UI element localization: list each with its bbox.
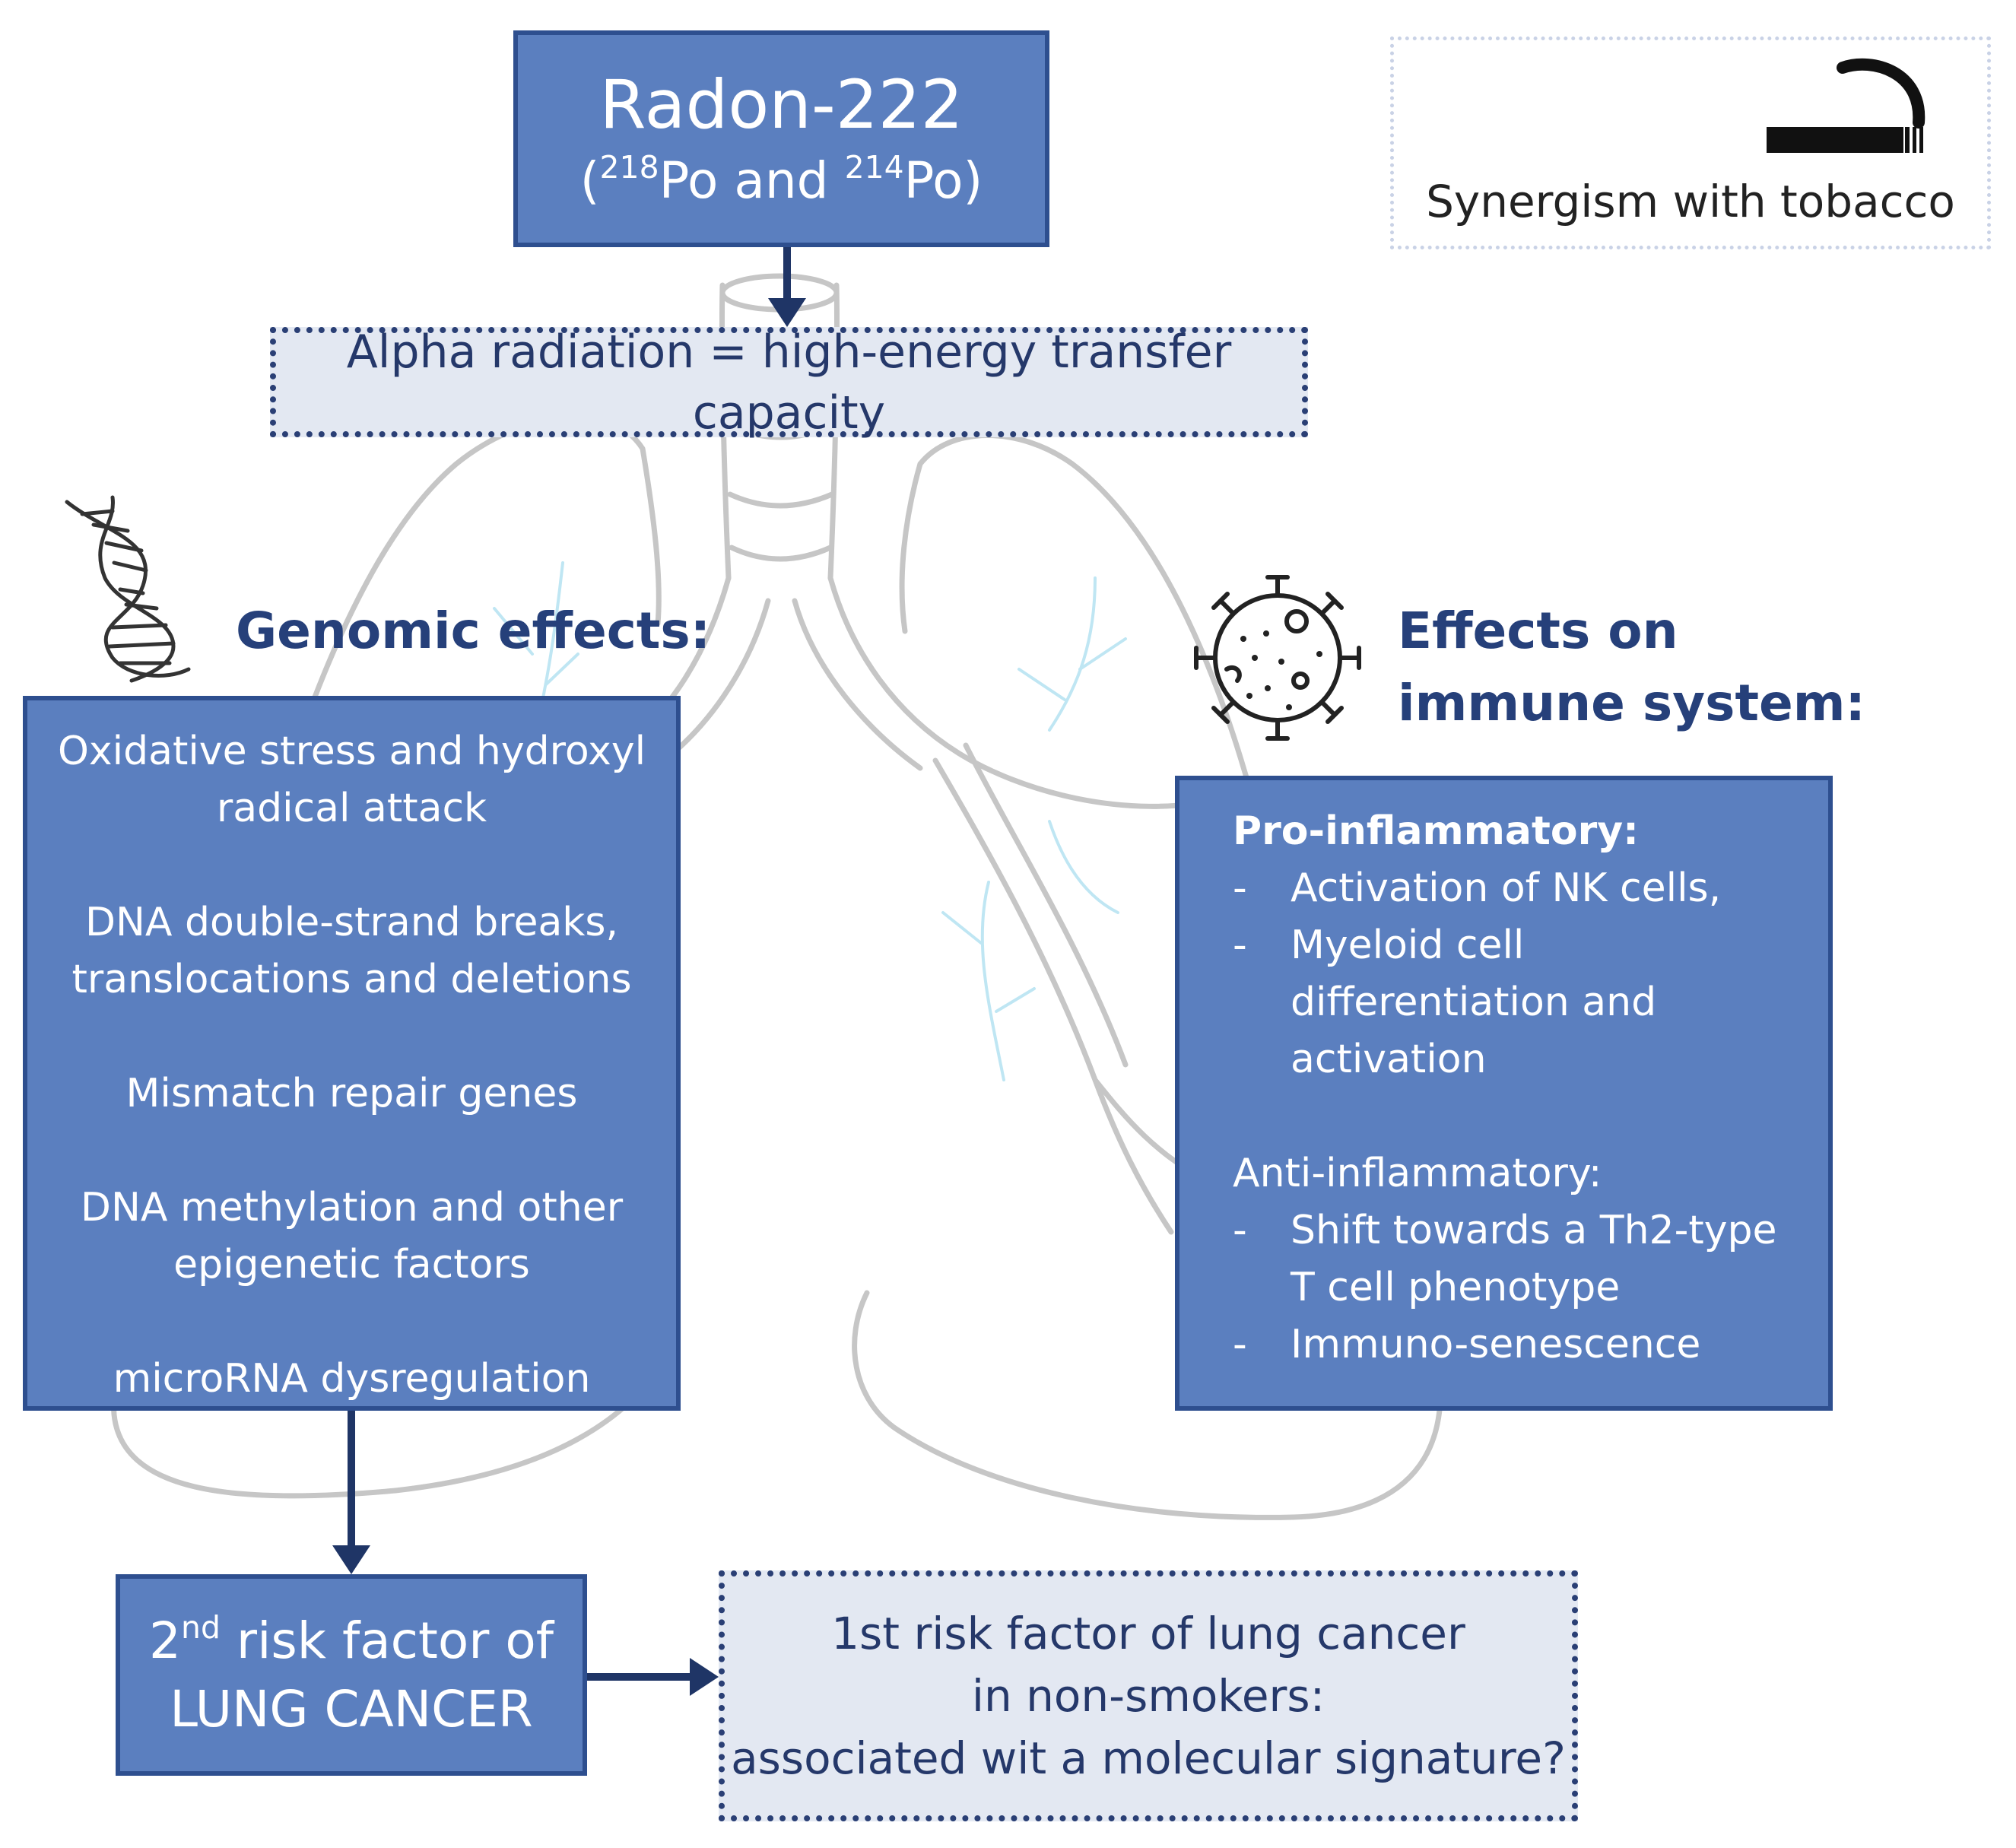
anti-item-2-line1: Immuno-senescence xyxy=(1291,1322,1701,1367)
alpha-radiation-text: Alpha radiation = high-energy transfer c… xyxy=(346,325,1232,440)
genomic-effects-heading: Genomic effects: xyxy=(236,602,711,660)
first-risk-line3: associated wit a molecular signature? xyxy=(731,1732,1566,1784)
dna-icon xyxy=(65,495,191,683)
pro-item-1-line1: Activation of NK cells, xyxy=(1291,865,1722,911)
isotope-1-symbol: Po xyxy=(659,151,719,210)
genomic-item-4: DNA methylation and other epigenetic fac… xyxy=(27,1180,676,1294)
cigarette-icon xyxy=(1767,58,1926,153)
second-risk-line1-rest: risk factor of xyxy=(220,1611,554,1670)
genomic-effects-box: Oxidative stress and hydroxyl radical at… xyxy=(23,696,681,1411)
genomic-item-4-line1: DNA methylation and other xyxy=(80,1185,624,1230)
ordinal-number: 2 xyxy=(149,1611,182,1670)
genomic-item-3: Mismatch repair genes xyxy=(27,1065,676,1122)
isotope-1-mass: 218 xyxy=(599,149,659,186)
isotope-2-symbol: Po xyxy=(903,151,964,210)
immune-effects-heading: Effects on immune system: xyxy=(1398,595,1865,739)
pro-item-2: - Myeloid cell differentiation and activ… xyxy=(1233,917,1813,1088)
immune-heading-line2: immune system: xyxy=(1398,674,1865,732)
pro-item-2-line2: differentiation and xyxy=(1291,980,1657,1025)
genomic-item-1-line1: Oxidative stress and hydroxyl xyxy=(57,729,646,774)
anti-item-2-dash: - xyxy=(1233,1322,1247,1367)
anti-item-1-dash: - xyxy=(1233,1208,1247,1253)
genomic-item-4-line2: epigenetic factors xyxy=(173,1242,530,1288)
genomic-item-2-line1: DNA double-strand breaks, xyxy=(84,900,619,945)
second-risk-line1: 2nd risk factor of xyxy=(149,1607,554,1675)
first-risk-nonsmokers-box: 1st risk factor of lung cancer in non-sm… xyxy=(719,1570,1578,1821)
second-risk-factor-box: 2nd risk factor of LUNG CANCER xyxy=(116,1574,587,1776)
anti-item-2: - Immuno-senescence xyxy=(1233,1316,1813,1373)
pro-item-2-line1: Myeloid cell xyxy=(1291,922,1525,968)
tobacco-synergy-text: Synergism with tobacco xyxy=(1426,176,1955,227)
genomic-item-5-line1: microRNA dysregulation xyxy=(113,1356,591,1402)
radon-source-box: Radon-222 (218Po and 214Po) xyxy=(513,30,1049,247)
anti-item-1-line1: Shift towards a Th2-type xyxy=(1291,1208,1777,1253)
right-bronchus xyxy=(827,575,1227,809)
tobacco-synergy-box: Synergism with tobacco xyxy=(1390,37,1991,249)
pro-item-1-dash: - xyxy=(1233,865,1247,911)
isotope-close-paren: ) xyxy=(963,151,983,210)
genomic-item-2: DNA double-strand breaks, translocations… xyxy=(27,894,676,1008)
radon-isotopes: (218Po and 214Po) xyxy=(580,147,983,215)
immune-effects-box: Pro-inflammatory: - Activation of NK cel… xyxy=(1175,776,1833,1411)
pro-item-2-dash: - xyxy=(1233,922,1247,968)
genomic-item-1-line2: radical attack xyxy=(216,786,487,831)
isotope-2-mass: 214 xyxy=(844,149,904,186)
immune-heading-line1: Effects on xyxy=(1398,602,1678,660)
alpha-radiation-box: Alpha radiation = high-energy transfer c… xyxy=(270,325,1308,440)
trachea-top xyxy=(719,273,840,313)
genomic-item-3-line1: Mismatch repair genes xyxy=(125,1071,578,1116)
anti-inflammatory-title: Anti-inflammatory: xyxy=(1233,1151,1602,1196)
genomic-item-1: Oxidative stress and hydroxyl radical at… xyxy=(27,723,676,837)
genomic-item-5: microRNA dysregulation xyxy=(27,1351,676,1408)
virus-icon xyxy=(1194,575,1361,741)
second-risk-line2: LUNG CANCER xyxy=(170,1679,533,1738)
pro-inflammatory-title: Pro-inflammatory: xyxy=(1233,808,1639,854)
pro-item-1: - Activation of NK cells, xyxy=(1233,860,1813,917)
anti-item-1: - Shift towards a Th2-type T cell phenot… xyxy=(1233,1202,1813,1316)
isotope-joiner: and xyxy=(718,151,845,210)
first-risk-line2: in non-smokers: xyxy=(971,1670,1325,1722)
pro-item-2-line3: activation xyxy=(1291,1037,1487,1082)
genomic-item-2-line2: translocations and deletions xyxy=(71,957,632,1002)
radon-title: Radon-222 xyxy=(599,65,964,144)
first-risk-line1: 1st risk factor of lung cancer xyxy=(831,1608,1465,1659)
isotope-open-paren: ( xyxy=(579,151,600,210)
ordinal-suffix: nd xyxy=(181,1609,221,1646)
anti-item-1-line2: T cell phenotype xyxy=(1291,1265,1621,1310)
